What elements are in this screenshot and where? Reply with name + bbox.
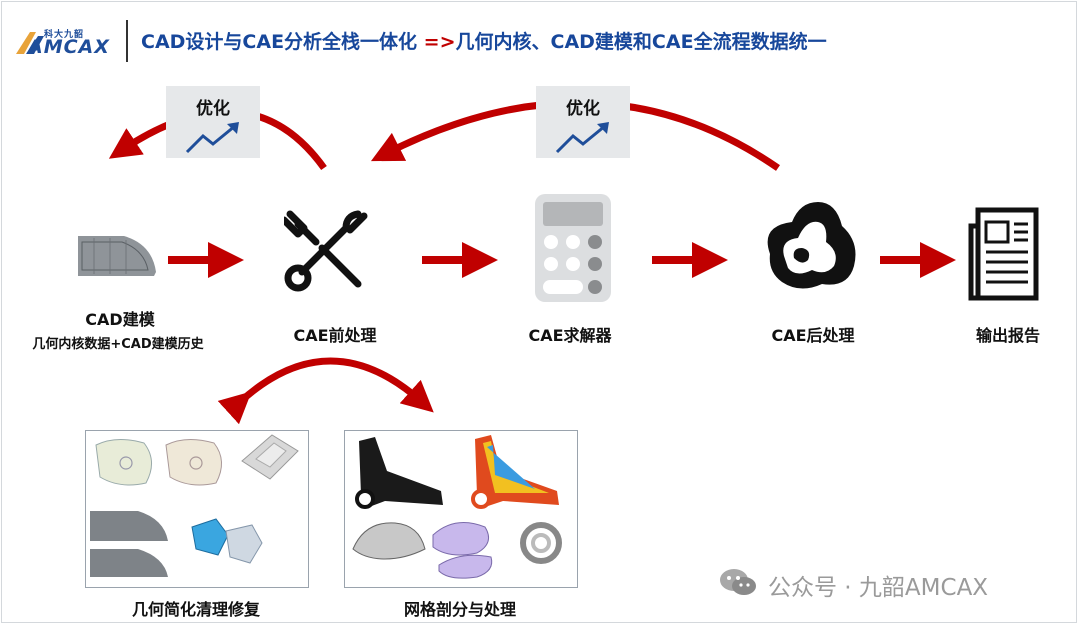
- logo-en-text: AMCAX: [28, 36, 110, 58]
- page-title: CAD设计与CAE分析全栈一体化 =>几何内核、CAD建模和CAE全流程数据统一: [141, 27, 827, 54]
- tools-icon: [284, 210, 368, 292]
- trend-up-icon: [555, 122, 609, 154]
- title-part-1: CAD设计与CAE分析全栈一体化: [141, 31, 424, 53]
- stage-cad-sublabel: 几何内核数据+CAD建模历史: [32, 337, 204, 352]
- logo-cn-text: 科大九韶: [44, 30, 85, 40]
- cad-model-image: [78, 236, 156, 276]
- title-arrow: =>: [423, 31, 456, 53]
- header-divider: [126, 20, 128, 62]
- title-part-2: 几何内核、CAD建模和CAE全流程数据统一: [455, 31, 827, 53]
- stage-preprocess-label: CAE前处理: [293, 326, 377, 345]
- optimize-box-right: 优化: [536, 86, 630, 158]
- watermark-text: 公众号 · 九韶AMCAX: [768, 575, 989, 601]
- optimize-label-right: 优化: [566, 99, 600, 119]
- trend-up-icon: [185, 122, 239, 154]
- geometry-cleanup-panel: [85, 430, 309, 588]
- panel-caption-geometry: 几何简化清理修复: [131, 600, 260, 619]
- optimize-box-left: 优化: [166, 86, 260, 158]
- stage-postprocess-label: CAE后处理: [771, 326, 855, 345]
- mesh-processing-panel: [344, 430, 578, 588]
- stage-solver-label: CAE求解器: [528, 326, 612, 345]
- stage-cad-label: CAD建模: [85, 310, 155, 329]
- geometry-cleanup-image: [90, 434, 299, 577]
- amcax-logo-mark: [16, 32, 44, 54]
- wechat-icon: [720, 569, 756, 595]
- optimize-label-left: 优化: [196, 99, 230, 119]
- report-icon: [968, 207, 1039, 301]
- blob-shape-icon: [767, 202, 856, 289]
- mesh-processing-image: [352, 435, 562, 579]
- calculator-icon: [535, 194, 611, 302]
- stage-report-label: 输出报告: [975, 326, 1040, 345]
- panel-caption-mesh: 网格剖分与处理: [403, 600, 516, 619]
- split-arrow: [217, 357, 434, 425]
